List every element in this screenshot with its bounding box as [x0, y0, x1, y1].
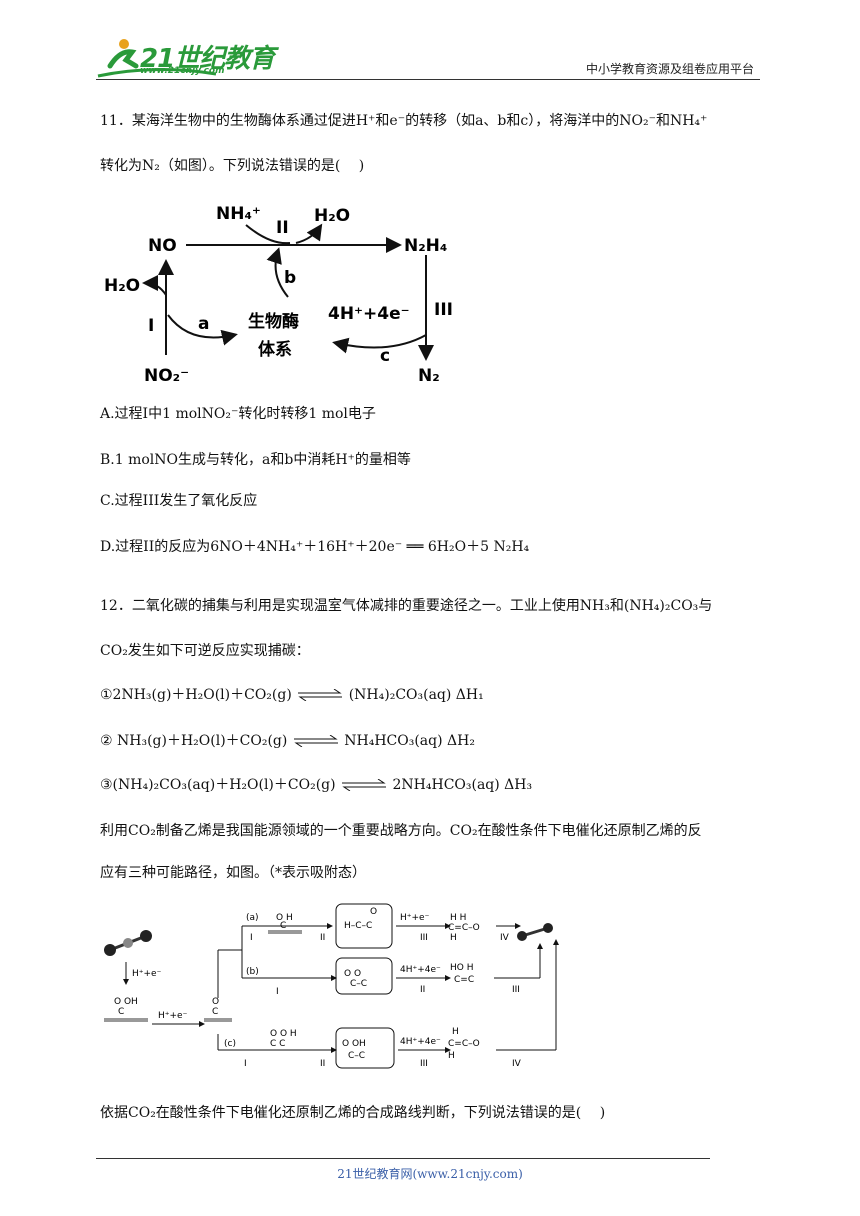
footer-site: 21世纪教育网(www.21cnjy.com) [337, 1167, 523, 1181]
d2-path-a: (a) [246, 913, 259, 923]
svg-text:C–C: C–C [348, 1051, 365, 1061]
svg-text:III: III [512, 985, 520, 995]
svg-text:O O H: O O H [270, 1029, 297, 1039]
d-enzyme1: 生物酶 [248, 311, 299, 332]
svg-text:C: C [280, 921, 286, 931]
footer-divider [96, 1158, 710, 1159]
q11-stem-line2: 转化为N₂（如图）。下列说法错误的是( ) [100, 158, 365, 174]
q11-option-d: D.过程II的反应为6NO＋4NH₄⁺＋16H⁺＋20e⁻ ══ 6H₂O＋5 … [100, 539, 530, 555]
d-no2: NO₂⁻ [144, 366, 189, 386]
logo-text: 21世纪教育 [140, 44, 275, 74]
d-n2: N₂ [418, 366, 440, 386]
logo-url: www.21cnjy.com [140, 66, 225, 76]
d2-a-step1: I [250, 933, 253, 943]
svg-text:II: II [320, 1059, 325, 1069]
d2-path-c: (c) [224, 1039, 236, 1049]
svg-text:C=C–O: C=C–O [448, 1039, 480, 1049]
d2-hpe-left: H⁺+e⁻ [132, 969, 162, 979]
q12-stem-line2: CO₂发生如下可逆反应实现捕碳： [100, 643, 310, 659]
d-iii: III [434, 300, 453, 320]
q12-equation-2: ② NH₃(g)＋H₂O(l)＋CO₂(g) NH₄HCO₃(aq) ΔH₂ [100, 733, 475, 749]
d-i: I [148, 316, 154, 336]
svg-text:II: II [320, 933, 325, 943]
svg-text:H: H [448, 1051, 455, 1061]
d-n2h4: N₂H₄ [404, 236, 447, 256]
d-enzyme2: 体系 [258, 339, 292, 360]
q11-stem-line1: 11．某海洋生物中的生物酶体系通过促进H⁺和e⁻的转移（如a、b和c），将海洋中… [100, 113, 708, 129]
q12-paragraph-line1: 利用CO₂制备乙烯是我国能源领域的一个重要战略方向。CO₂在酸性条件下电催化还原… [100, 823, 702, 839]
svg-text:C–C: C–C [350, 979, 367, 989]
q12-stem-line1: 12．二氧化碳的捕集与利用是实现温室气体减排的重要途径之一。工业上使用NH₃和(… [100, 598, 713, 614]
nitrogen-cycle-diagram: NO NH₄⁺ II H₂O N₂H₄ b H₂O I a 生物酶 体系 4H⁺… [104, 204, 453, 386]
header-platform-name: 中小学教育资源及组卷应用平台 [585, 62, 754, 76]
q12-paragraph-line2: 应有三种可能路径，如图。（*表示吸附态） [100, 865, 366, 881]
d2-path-b: (b) [246, 967, 259, 977]
d2-four-b: 4H⁺+4e⁻ [400, 965, 441, 975]
q11-option-a: A.过程I中1 molNO₂⁻转化时转移1 mol电子 [100, 406, 376, 422]
svg-text:IV: IV [512, 1059, 522, 1069]
d-no: NO [148, 236, 177, 256]
svg-text:O OH: O OH [342, 1039, 366, 1049]
d-b: b [284, 268, 296, 288]
d-a: a [198, 314, 209, 334]
q12-equation-1: ①2NH₃(g)＋H₂O(l)＋CO₂(g) (NH₄)₂CO₃(aq) ΔH₁ [100, 687, 484, 703]
svg-text:H: H [452, 1027, 459, 1037]
reversible-arrow-icon [342, 779, 387, 791]
co2-reduction-pathway-diagram: H⁺+e⁻ O OHC H⁺+e⁻ OC (a) I O HC II H–C–C… [104, 903, 559, 1069]
svg-text:C=C: C=C [454, 975, 474, 985]
svg-text:O OH: O OH [114, 997, 138, 1007]
d-nh4: NH₄⁺ [216, 204, 261, 224]
d-h2o-left: H₂O [104, 276, 140, 296]
q11-option-b: B.1 molNO生成与转化，a和b中消耗H⁺的量相等 [100, 452, 411, 468]
svg-text:O O: O O [344, 969, 361, 979]
svg-text:III: III [420, 1059, 428, 1069]
svg-text:O: O [370, 907, 377, 917]
d2-hpe-mid: H⁺+e⁻ [158, 1011, 188, 1021]
header-divider [96, 79, 760, 80]
d-h2o-top: H₂O [314, 206, 350, 226]
d-c: c [380, 346, 390, 366]
svg-text:I: I [244, 1059, 247, 1069]
d2-four-c: 4H⁺+4e⁻ [400, 1037, 441, 1047]
svg-text:II: II [420, 985, 425, 995]
d2-hpe-a: H⁺+e⁻ [400, 913, 430, 923]
d2-b-step1: I [276, 987, 279, 997]
svg-text:H H: H H [450, 913, 466, 923]
q12-equation-3: ③(NH₄)₂CO₃(aq)＋H₂O(l)＋CO₂(g) 2NH₄HCO₃(aq… [100, 777, 533, 793]
logo-runner-icon [97, 39, 217, 78]
reversible-arrow-icon [298, 689, 343, 701]
svg-text:IV: IV [500, 933, 510, 943]
q11-option-c: C.过程III发生了氧化反应 [100, 493, 258, 509]
d-electrons: 4H⁺+4e⁻ [328, 304, 410, 324]
d-ii: II [276, 218, 289, 238]
svg-text:C C: C C [270, 1039, 285, 1049]
svg-text:H: H [450, 933, 457, 943]
svg-text:III: III [420, 933, 428, 943]
svg-text:HO H: HO H [450, 963, 473, 973]
reversible-arrow-icon [293, 735, 338, 747]
svg-text:C=C–O: C=C–O [448, 923, 480, 933]
svg-text:O: O [212, 997, 219, 1007]
svg-text:H–C–C: H–C–C [344, 921, 372, 931]
q12-question: 依据CO₂在酸性条件下电催化还原制乙烯的合成路线判断，下列说法错误的是( ) [100, 1105, 606, 1121]
svg-text:C: C [118, 1007, 124, 1017]
svg-text:O H: O H [276, 913, 293, 923]
svg-text:C: C [212, 1007, 218, 1017]
